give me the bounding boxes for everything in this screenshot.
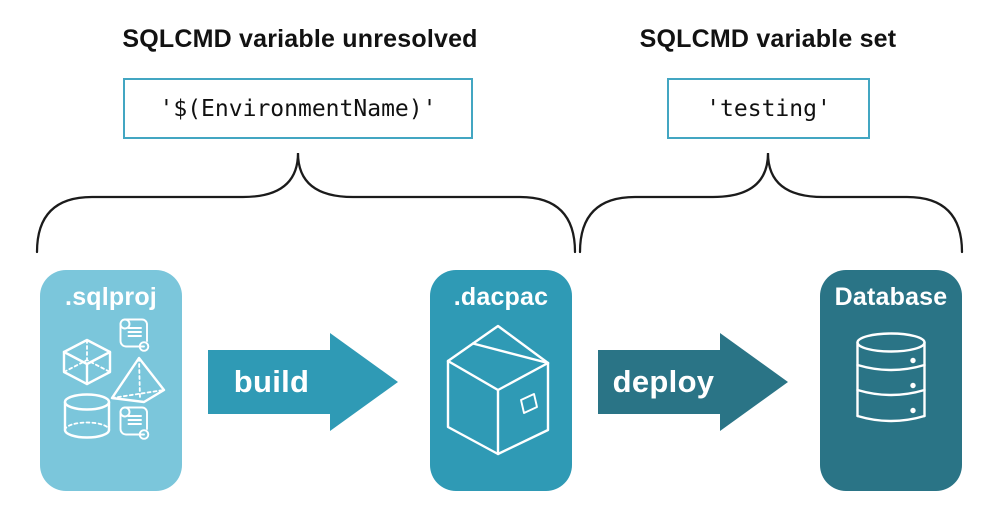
deploy-arrow bbox=[598, 333, 788, 431]
pyramid-icon bbox=[110, 356, 166, 404]
left-curly-brace-icon bbox=[35, 152, 577, 254]
set-heading: SQLCMD variable set bbox=[639, 25, 897, 53]
deploy-arrow-label: deploy bbox=[612, 364, 715, 399]
unresolved-value-text: '$(EnvironmentName)' bbox=[159, 95, 437, 122]
sql-script-icon bbox=[119, 406, 150, 440]
build-arrow-shape bbox=[208, 333, 398, 431]
unresolved-heading: SQLCMD variable unresolved bbox=[122, 25, 478, 53]
dacpac-card: .dacpac bbox=[430, 270, 572, 491]
database-icon bbox=[856, 332, 926, 423]
sql-project-objects-icon bbox=[62, 318, 166, 440]
set-value-box: 'testing' bbox=[667, 78, 870, 139]
deploy-arrow-shape bbox=[598, 333, 788, 431]
set-value-text: 'testing' bbox=[706, 95, 831, 122]
build-arrow-label: build bbox=[233, 364, 310, 399]
sqlproj-card: .sqlproj bbox=[40, 270, 182, 491]
right-curly-brace-icon bbox=[578, 152, 964, 254]
database-label: Database bbox=[834, 283, 948, 311]
database-card: Database bbox=[820, 270, 962, 491]
cylinder-icon bbox=[63, 393, 111, 439]
sql-script-icon bbox=[119, 318, 150, 352]
package-icon bbox=[446, 324, 550, 456]
sqlproj-label: .sqlproj bbox=[65, 283, 157, 311]
dacpac-label: .dacpac bbox=[453, 283, 549, 311]
build-arrow bbox=[208, 333, 398, 431]
unresolved-value-box: '$(EnvironmentName)' bbox=[123, 78, 473, 139]
cube-icon bbox=[62, 338, 112, 386]
